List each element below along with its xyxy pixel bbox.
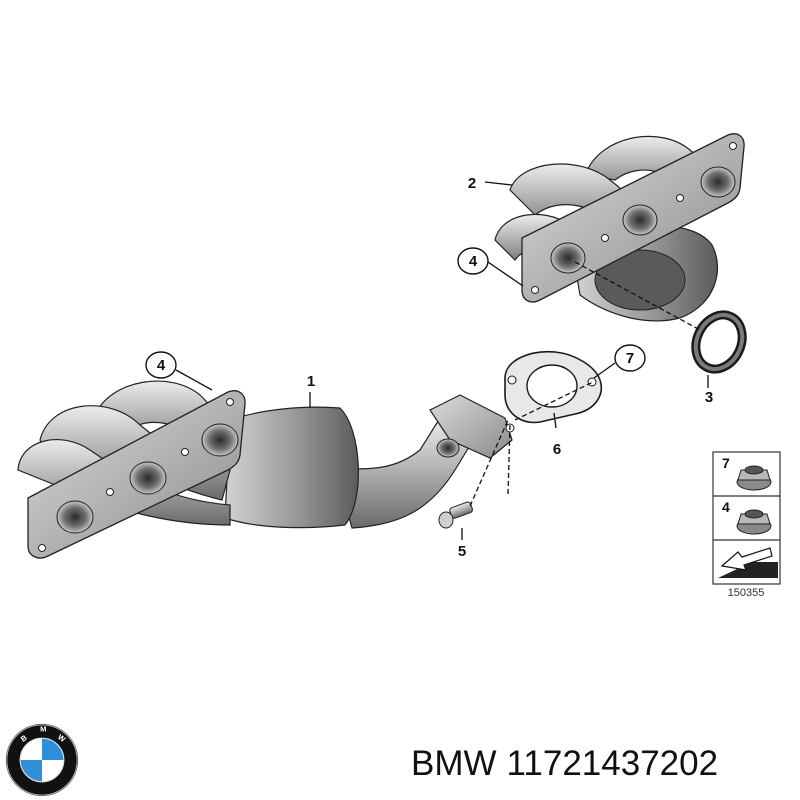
svg-text:B: B xyxy=(19,733,29,744)
callout-circle xyxy=(614,344,646,372)
flange-nut-icon xyxy=(736,465,772,491)
callout-part-6: 6 xyxy=(553,441,561,458)
svg-text:M: M xyxy=(40,725,46,734)
roundel-quadrants xyxy=(19,737,65,783)
outlet-port xyxy=(436,438,460,458)
brand-name: BMW xyxy=(411,744,497,783)
diagram-code: 150355 xyxy=(728,587,765,599)
legend-item-4-label: 4 xyxy=(722,499,730,515)
stud-hole xyxy=(181,448,189,456)
exhaust-port-3 xyxy=(56,500,94,534)
manifold-upper-assembly xyxy=(494,133,745,322)
svg-text:W: W xyxy=(56,732,68,744)
callout-part-2: 2 xyxy=(468,175,476,192)
upper-exhaust-port-3 xyxy=(550,242,586,274)
callout-part-5: 5 xyxy=(458,543,466,560)
legend-item-7-label: 7 xyxy=(722,455,730,471)
upper-converter-outlet xyxy=(594,249,686,311)
stud-hole xyxy=(106,488,114,496)
stud-hole xyxy=(601,234,609,242)
bmw-logo: B M W xyxy=(5,723,79,797)
callout-part-4-lower: 4 xyxy=(157,357,166,374)
stud-hole xyxy=(676,194,684,202)
callout-part-1: 1 xyxy=(307,373,315,390)
upper-exhaust-port-2 xyxy=(622,204,658,236)
bolt xyxy=(438,501,473,529)
stud-hole xyxy=(38,544,46,552)
ring-gasket xyxy=(691,310,747,374)
stud-hole xyxy=(729,142,737,150)
catalytic-converter xyxy=(224,406,359,529)
flange-nut-icon xyxy=(736,509,772,535)
gasket-arrow-icon xyxy=(718,547,778,578)
callout-part-3: 3 xyxy=(705,389,713,406)
exhaust-port-1 xyxy=(201,423,239,457)
leader-lines xyxy=(175,181,709,540)
upper-exhaust-port-1 xyxy=(700,166,736,198)
callout-circle xyxy=(145,351,177,379)
flange-gasket xyxy=(504,350,602,424)
callout-part-7: 7 xyxy=(626,350,634,367)
fastener-legend: 7 4 150355 xyxy=(712,451,781,599)
callout-part-4-upper: 4 xyxy=(469,253,478,270)
stud-hole xyxy=(226,398,234,406)
exhaust-port-2 xyxy=(129,461,167,495)
stud-hole xyxy=(531,286,539,294)
part-number: 11721437202 xyxy=(506,744,719,783)
manifold-lower-assembly xyxy=(17,380,515,559)
callout-circle xyxy=(457,247,489,275)
callouts: 1 2 3 4 4 5 6 7 xyxy=(145,175,713,560)
